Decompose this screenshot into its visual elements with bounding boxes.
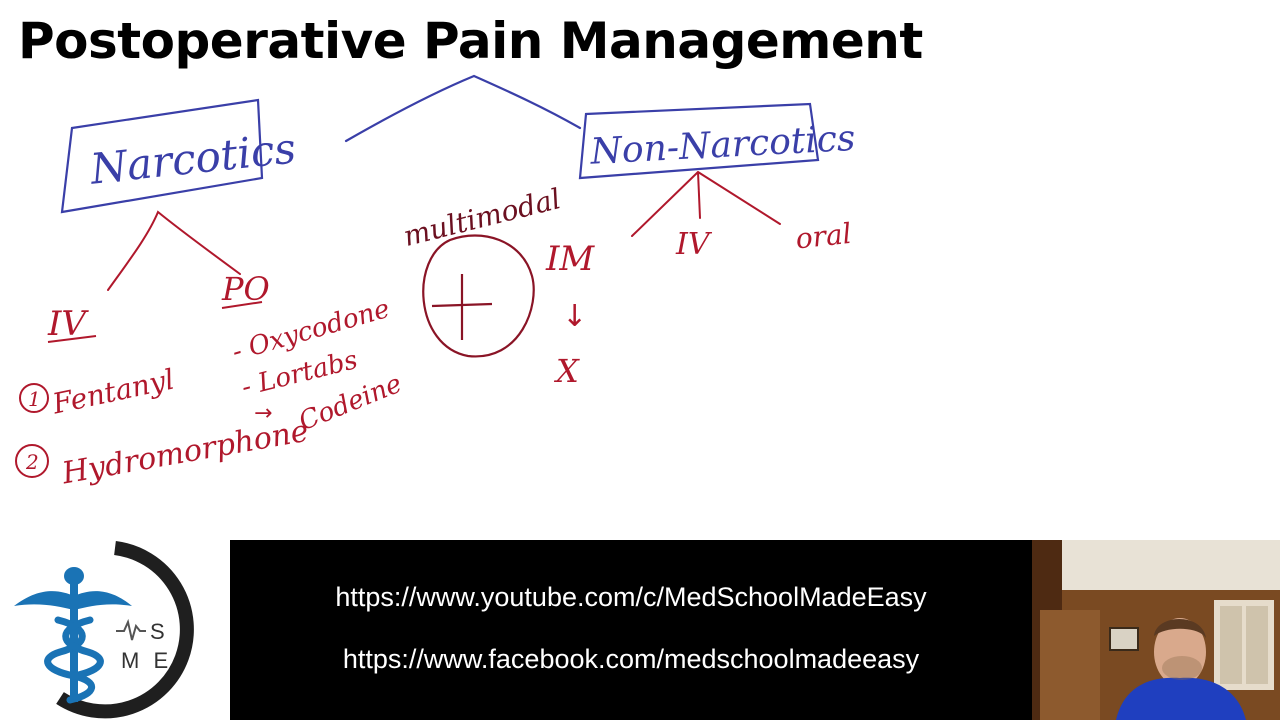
iv-drug-name: Hydromorphone bbox=[59, 414, 312, 492]
iv-drug-number-circle bbox=[19, 383, 49, 413]
page-title: Postoperative Pain Management bbox=[18, 12, 923, 70]
im-x-mark: X bbox=[553, 352, 580, 390]
route-oral-label: oral bbox=[794, 217, 853, 256]
logo-panel: S M E bbox=[0, 540, 230, 720]
category-connector-line bbox=[344, 74, 582, 143]
plus-circle bbox=[422, 234, 535, 358]
non-narcotics-box: Non-Narcotics bbox=[578, 102, 856, 180]
narcotics-branch-lines bbox=[107, 210, 241, 291]
logo-letters-me: M E bbox=[121, 648, 172, 673]
route-po-underline bbox=[221, 301, 263, 309]
iv-drug-name: Fentanyl bbox=[49, 363, 177, 421]
logo-ring bbox=[56, 541, 194, 719]
narcotics-box: Narcotics bbox=[60, 98, 298, 214]
iv-drug-number: 2 bbox=[25, 450, 39, 474]
non-narcotics-label: Non-Narcotics bbox=[588, 118, 856, 173]
route-iv-underline bbox=[47, 335, 97, 343]
facebook-link[interactable]: https://www.facebook.com/medschoolmadeea… bbox=[342, 644, 920, 674]
arrow-glyph: → bbox=[254, 401, 272, 426]
narcotics-label: Narcotics bbox=[87, 123, 298, 193]
footer-bar: S M E https://www.youtube.com/c/MedSchoo… bbox=[0, 540, 1280, 720]
down-arrow-glyph: ↓ bbox=[562, 299, 587, 334]
route-iv-label: IV bbox=[675, 227, 713, 262]
multimodal-label: multimodal bbox=[400, 182, 564, 253]
whiteboard-diagram: Narcotics Non-Narcotics IV PO 1 Fentanyl… bbox=[15, 74, 856, 492]
logo-letter-s: S bbox=[150, 619, 165, 644]
iv-drug-number-circle bbox=[15, 444, 49, 478]
youtube-link[interactable]: https://www.youtube.com/c/MedSchoolMadeE… bbox=[335, 582, 927, 612]
route-im-label: IM bbox=[545, 239, 595, 279]
caduceus-icon bbox=[14, 567, 132, 704]
webcam-presenter-image bbox=[1032, 540, 1280, 720]
webcam-video bbox=[1032, 540, 1280, 720]
iv-drug-number: 1 bbox=[28, 387, 41, 411]
msme-logo: S M E bbox=[14, 541, 194, 719]
heartbeat-icon bbox=[116, 618, 146, 641]
non-narcotics-branch-lines bbox=[631, 171, 781, 237]
route-po-label: PO bbox=[221, 270, 270, 308]
links-panel: https://www.youtube.com/c/MedSchoolMadeE… bbox=[230, 540, 1032, 720]
